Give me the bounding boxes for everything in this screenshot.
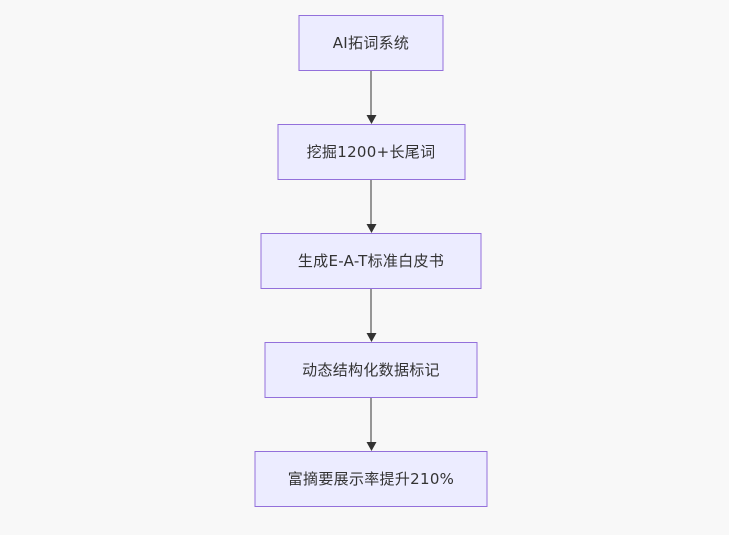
flow-node-longtail-keywords: 挖掘1200+长尾词 xyxy=(277,124,465,180)
flow-edge-2 xyxy=(366,180,376,233)
flow-node-label: AI拓词系统 xyxy=(332,34,410,52)
arrowhead-down-icon xyxy=(366,333,376,342)
flow-node-ai-system: AI拓词系统 xyxy=(298,15,444,71)
arrowhead-down-icon xyxy=(366,442,376,451)
flow-node-label: 富摘要展示率提升210% xyxy=(287,470,455,488)
arrowhead-down-icon xyxy=(366,115,376,124)
edge-line xyxy=(370,398,372,443)
edge-line xyxy=(370,289,372,334)
arrowhead-down-icon xyxy=(366,224,376,233)
flow-node-label: 生成E-A-T标准白皮书 xyxy=(297,252,445,270)
flow-node-eat-whitepaper: 生成E-A-T标准白皮书 xyxy=(260,233,482,289)
edge-line xyxy=(370,71,372,116)
flow-edge-1 xyxy=(366,71,376,124)
flowchart: AI拓词系统 挖掘1200+长尾词 生成E-A-T标准白皮书 动态结构化数据标记 xyxy=(254,15,488,507)
flow-node-structured-data: 动态结构化数据标记 xyxy=(264,342,478,398)
flow-node-label: 动态结构化数据标记 xyxy=(302,361,440,379)
flow-node-rich-snippet-result: 富摘要展示率提升210% xyxy=(254,451,488,507)
flow-node-label: 挖掘1200+长尾词 xyxy=(306,143,436,161)
flow-edge-3 xyxy=(366,289,376,342)
edge-line xyxy=(370,180,372,225)
flow-edge-4 xyxy=(366,398,376,451)
